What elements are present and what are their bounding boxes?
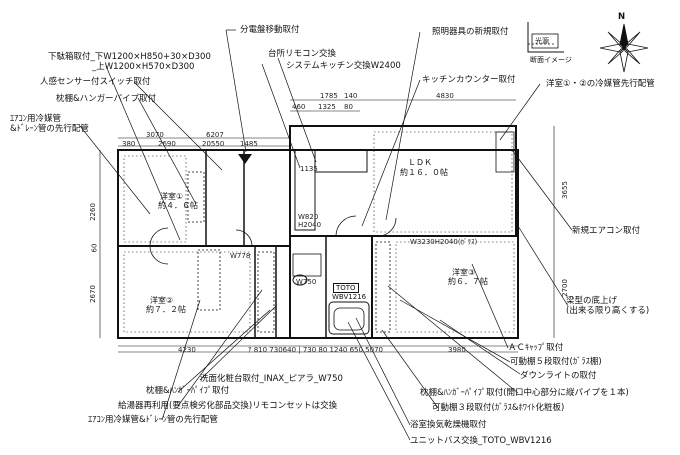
callout-counter: キッチンカウンター取付 <box>422 75 516 85</box>
dim-right-2700: 2700 <box>560 279 569 297</box>
dim-right-3655: 3655 <box>560 181 569 199</box>
room-western1-name: 洋室① <box>160 192 184 201</box>
callout-system-kitchen: システムキッチン交換W2400 <box>286 61 401 71</box>
dim-side-2670: 2670 <box>88 285 97 303</box>
dim-left-6207: 6207 <box>206 131 224 139</box>
dim-left-380: 380 <box>122 140 136 148</box>
dim-top-1785: 1785 <box>320 92 338 100</box>
callout-water-heater: 給湯器再利用(要点検劣化部品交換)リモコンセットは交換 <box>118 401 338 411</box>
dim-w778: W778 <box>230 252 251 260</box>
callout-lighting: 照明器具の新規取付 <box>432 27 509 37</box>
callout-washstand: 洗面化粧台取付_INAX_ピアラ_W750 <box>200 374 343 384</box>
dim-bottom-4230: 4230 <box>178 346 196 354</box>
room-western3-size: 約６．７帖 <box>448 277 488 286</box>
ldk-wall <box>289 125 517 237</box>
callout-shelf-3: 可動棚３段取付(ｶﾞﾗｽ&ﾎﾜｲﾄ化粧板) <box>432 403 565 413</box>
dim-w3230: W3230H2040(ｶﾞﾗｽ) <box>410 238 478 246</box>
callout-shelf-hanger-right: 枕棚&ﾊﾝｶﾞｰﾊﾟｲﾌﾟ取付(開口中心部分に縦パイプを１本) <box>420 388 629 398</box>
dim-w820: W820 <box>298 213 319 221</box>
dim-side-60: 60 <box>90 243 99 253</box>
dim-bottom-3980: 3980 <box>448 346 466 354</box>
dim-side-2260: 2260 <box>88 203 97 221</box>
dim-left-3070: 3070 <box>146 131 164 139</box>
room-western2-size: 約７．２帖 <box>146 305 186 314</box>
callout-kitchen-remote: 台所リモコン交換 <box>268 49 337 59</box>
bath-model-label: WBV1216 <box>332 293 367 301</box>
dim-w1135: 1135 <box>300 165 318 173</box>
dim-top-140: 140 <box>344 92 358 100</box>
section-image-label: 断面イメージ <box>530 56 572 64</box>
room-western2-name: 洋室② <box>150 296 174 305</box>
callout-ac-pipe-left-1: ｴｱｺﾝ用冷媒管 <box>10 114 62 124</box>
dim-top-80: 80 <box>344 103 353 111</box>
dim-bottom-mid: ｱ 810 730640 | 730 80 1240 650 5070 <box>248 346 383 354</box>
callout-panel-move: 分電盤移動取付 <box>240 25 300 35</box>
callout-floor-raise-1: 梁型の底上げ <box>566 296 618 306</box>
callout-western-ac-pipe: 洋室①・②の冷媒管先行配管 <box>546 79 655 89</box>
dim-top-1325: 1325 <box>318 103 336 111</box>
dim-top-460: 460 <box>292 103 306 111</box>
callout-shoebox-2: _上W1200×H570×D300 <box>92 62 195 72</box>
light-source-label: 光源 <box>535 37 549 45</box>
room-western1-size: 約４．６帖 <box>158 201 198 210</box>
room-ldk-name: ＬＤＫ <box>408 158 432 167</box>
dim-left-20550: 20550 <box>202 140 225 148</box>
callout-shoebox-1: 下駄箱取付_下W1200×H850+30×D300 <box>48 52 211 62</box>
dim-top-4830: 4830 <box>436 92 454 100</box>
dim-h2040: H2040 <box>298 221 322 229</box>
dim-w750: W750 <box>296 278 317 286</box>
room-western3-name: 洋室③ <box>452 268 476 277</box>
dim-left-2690: 2690 <box>158 140 176 148</box>
bath-brand-label: TOTO <box>333 283 359 293</box>
room-ldk-size: 約１６．０帖 <box>400 168 448 177</box>
callout-ac-pipe-left-2: &ﾄﾞﾚｰﾝ管の先行配管 <box>10 124 89 134</box>
callout-sensor-switch: 人感センサー付スイッチ取付 <box>40 77 151 87</box>
callout-bath-dryer: 浴室換気乾燥機取付 <box>410 420 487 430</box>
callout-ac-pipe-bottom: ｴｱｺﾝ用冷媒管&ﾄﾞﾚｰﾝ管の先行配管 <box>88 415 218 425</box>
callout-unit-bath: ユニットバス交換_TOTO_WBV1216 <box>410 436 552 446</box>
callout-shelf-hanger-bottom: 枕棚&ﾊﾝｶﾞｰﾊﾟｲﾌﾟ取付 <box>146 386 230 396</box>
callout-floor-raise-2: (出来る限り高くする) <box>566 306 650 316</box>
callout-downlight: ダウンライトの取付 <box>520 371 597 381</box>
dim-left-1485: 1485 <box>240 140 258 148</box>
callout-new-ac: 新規エアコン取付 <box>572 226 641 236</box>
north-label: N <box>618 12 626 22</box>
callout-shelf-hanger: 枕棚&ハンガーパイプ取付 <box>56 94 157 104</box>
callout-shelf-5: 可動棚５段取付(ｶﾞﾗｽ棚) <box>510 357 602 367</box>
callout-ac-cap: ＡＣｷｬｯﾌﾟ取付 <box>508 343 564 353</box>
